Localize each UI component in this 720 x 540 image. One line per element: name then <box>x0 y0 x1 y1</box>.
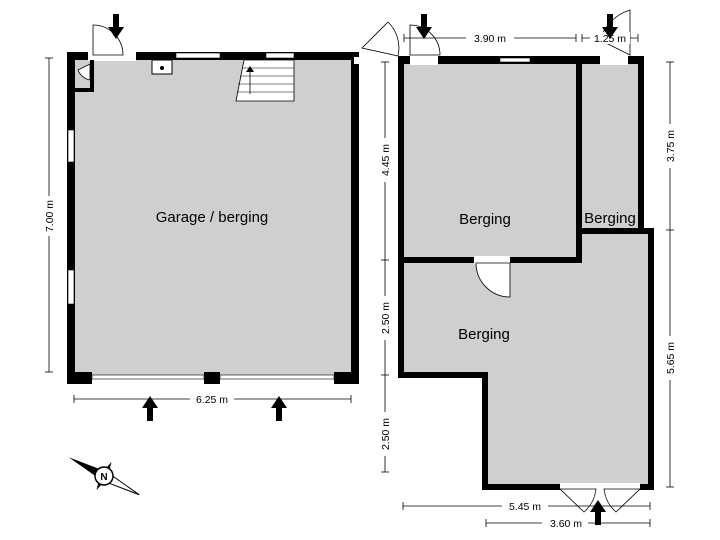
dim-left-segments: 4.45 m 2.50 m 2.50 m <box>379 61 392 473</box>
side-door-swing <box>361 21 400 57</box>
dim-label-left-bottom: 2.50 m <box>380 418 392 450</box>
garage-door-left <box>91 374 205 380</box>
interior-door-gap <box>474 256 510 264</box>
room-label-garage: Garage / berging <box>156 209 269 226</box>
garage-bottom-right-pillar <box>334 372 359 384</box>
garage-floor <box>74 57 354 377</box>
interior-small-room-wall <box>576 228 644 234</box>
room-label-berging-top: Berging <box>459 211 511 228</box>
dim-top-width: 3.90 m <box>403 32 577 45</box>
bottom-door-swing-right <box>603 488 641 513</box>
storage-block <box>398 9 654 513</box>
dim-label-small-width: 1.25 m <box>594 33 626 45</box>
storage-step-bottom-wall <box>398 372 488 378</box>
entry-arrow-icon <box>108 14 618 525</box>
garage-top-door-gap <box>88 51 136 61</box>
dim-label-right-top: 3.75 m <box>665 130 677 162</box>
storage-right-upper-wall <box>638 56 644 232</box>
storage-top-door-swing <box>409 24 441 56</box>
garage-door-right <box>219 374 335 380</box>
garage-bottom-mid-pillar <box>204 372 220 384</box>
dim-bottom-width-1: 5.45 m <box>402 500 651 513</box>
closet-door-swing <box>77 63 91 81</box>
garage-right-wall <box>351 52 359 384</box>
dim-bottom-width-2: 3.60 m <box>485 517 651 530</box>
storage-top-door-gap <box>410 55 438 65</box>
dim-garage-height: 7.00 m <box>43 57 56 373</box>
dim-label-bottom-width-1: 5.45 m <box>509 501 541 513</box>
storage-floor <box>403 62 650 487</box>
room-label-berging-bottom: Berging <box>458 326 510 343</box>
garage-left-window-1 <box>67 129 75 163</box>
dim-label-top-width: 3.90 m <box>474 33 506 45</box>
room-label-berging-small: Berging <box>584 210 636 227</box>
interior-door-swing <box>475 262 511 298</box>
closet-wall <box>74 88 94 92</box>
garage-bottom-left-pillar <box>67 372 92 384</box>
garage-side-door-gap <box>354 57 400 64</box>
bottom-door-swing-left <box>559 488 597 513</box>
stairs <box>235 59 295 102</box>
dim-garage-width: 6.25 m <box>73 393 352 406</box>
dim-label-left-top: 4.45 m <box>380 144 392 176</box>
bottom-double-door-gap <box>560 483 640 491</box>
garage-top-window-2 <box>265 52 295 59</box>
storage-right-jog <box>638 228 654 234</box>
dim-label-garage-height: 7.00 m <box>44 200 56 232</box>
small-room-door-gap <box>600 55 628 65</box>
storage-left-wall <box>398 56 404 378</box>
north-compass-icon: N <box>68 457 140 496</box>
garage-block <box>67 21 400 384</box>
storage-top-window <box>499 57 531 63</box>
garage-top-window-1 <box>175 52 221 59</box>
dim-label-right-bottom: 5.65 m <box>665 342 677 374</box>
dim-label-garage-width: 6.25 m <box>196 394 228 406</box>
garage-left-wall <box>67 52 75 384</box>
sink-drain <box>160 66 164 70</box>
dim-label-bottom-width-2: 3.60 m <box>550 518 582 530</box>
garage-left-window-2 <box>67 269 75 305</box>
closet-wall-side <box>90 60 94 90</box>
storage-step-left-wall <box>482 372 488 490</box>
dim-label-left-mid: 2.50 m <box>380 302 392 334</box>
interior-vertical-wall <box>576 56 582 262</box>
svg-text:N: N <box>100 472 107 483</box>
storage-right-lower-wall <box>648 228 654 490</box>
dim-right-segments: 3.75 m 5.65 m <box>664 61 677 488</box>
